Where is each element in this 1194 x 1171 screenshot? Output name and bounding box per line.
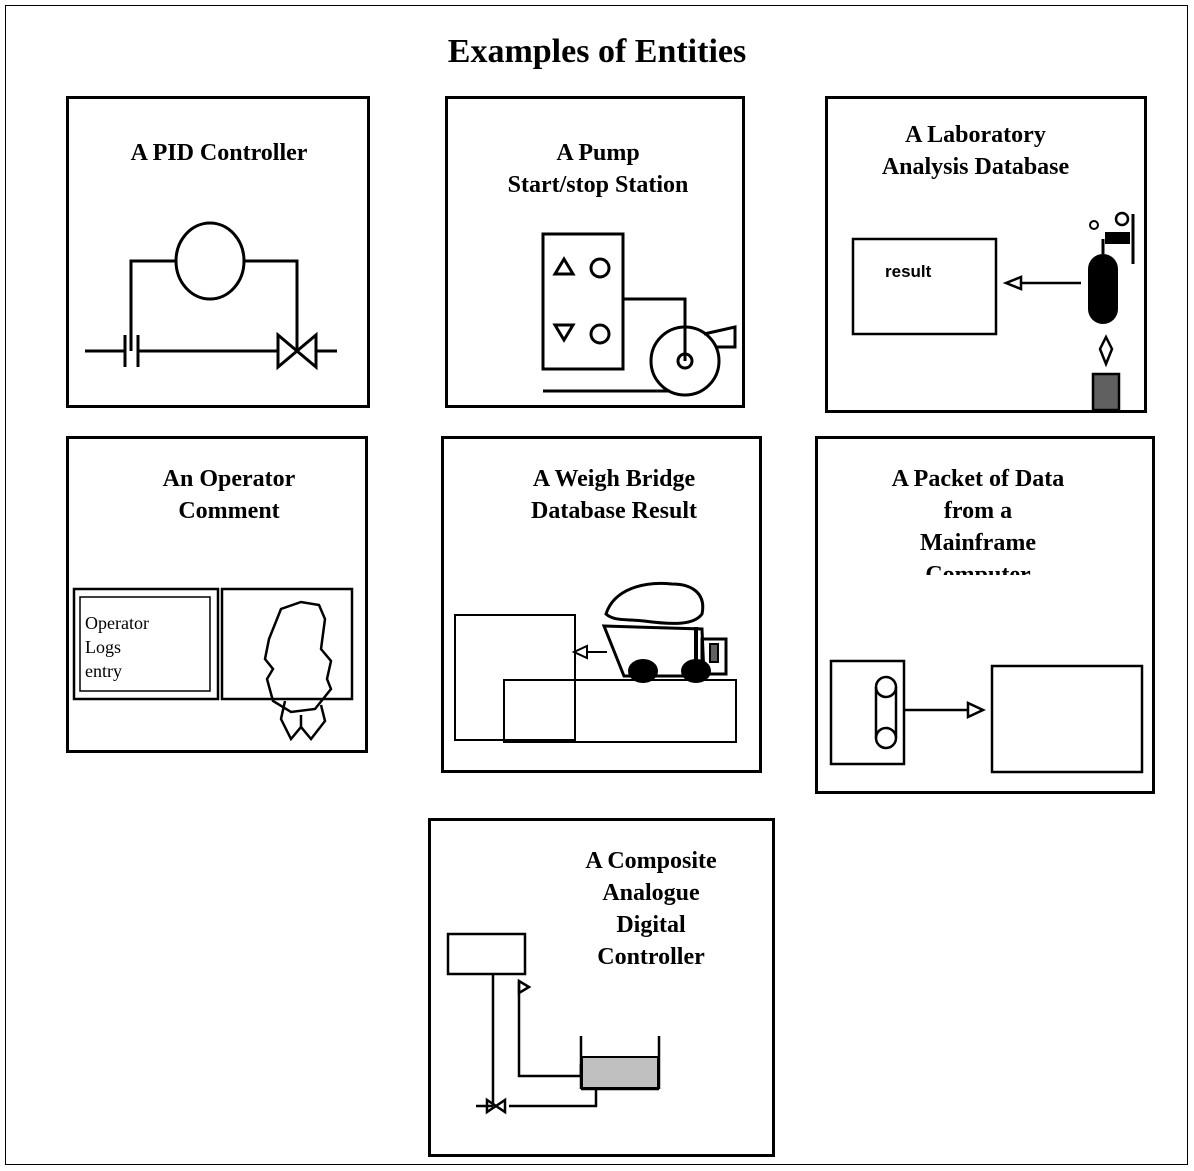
panel-title: A Packet of Data from a Mainframe Comput… — [891, 466, 1065, 575]
panel-pump-station: A Pump Start/stop Station — [445, 96, 745, 408]
start-button-icon — [589, 257, 611, 279]
panel-title: A Laboratory Analysis Database — [881, 122, 1070, 180]
controller-circle-icon — [174, 221, 246, 301]
pump-station-diagram — [541, 232, 737, 397]
panel-composite-controller: A Composite Analogue Digital Controller — [428, 818, 775, 1157]
station-box — [541, 232, 625, 371]
composite-controller-diagram — [446, 932, 661, 1115]
panel-title: A Weigh Bridge Database Result — [531, 466, 697, 524]
database-box — [454, 614, 576, 741]
gas-cylinder-icon — [1088, 211, 1135, 324]
weigh-bridge-diagram — [454, 581, 737, 743]
packet-data-diagram — [829, 659, 1144, 774]
result-label: result — [885, 262, 932, 281]
bridge-platform — [503, 679, 737, 743]
burner-icon — [1091, 334, 1121, 410]
panel-lab-database: A Laboratory Analysis Database result — [825, 96, 1147, 413]
panel-title: An Operator Comment — [162, 466, 296, 524]
panel-operator-comment: An Operator Comment Operator Logs entry — [66, 436, 368, 753]
face-icon — [263, 600, 333, 742]
log-label: Operator Logs entry — [85, 613, 153, 681]
tape-drive-box — [829, 659, 906, 766]
pid-controller-diagram — [85, 221, 337, 371]
tape-reel-icon — [874, 675, 898, 750]
down-triangle-icon — [552, 323, 576, 343]
panel-pid-controller: A PID Controller — [66, 96, 370, 408]
operator-screen — [220, 587, 354, 701]
lab-database-diagram: result — [851, 211, 1135, 410]
page-title: Examples of Entities — [447, 33, 747, 70]
valve-icon — [485, 1097, 507, 1115]
truck-icon — [601, 581, 728, 678]
result-box — [851, 237, 998, 336]
log-screen — [72, 587, 220, 701]
stop-button-icon — [589, 323, 611, 345]
panel-title: A Pump Start/stop Station — [507, 140, 689, 198]
up-triangle-icon — [552, 256, 576, 276]
panel-title: A PID Controller — [130, 140, 308, 166]
panel-packet-of-data: A Packet of Data from a Mainframe Comput… — [815, 436, 1155, 794]
pump-wheel-icon — [649, 325, 737, 397]
page-frame — [5, 5, 1188, 1165]
panel-title: A Composite Analogue Digital Controller — [585, 848, 717, 970]
panel-weigh-bridge: A Weigh Bridge Database Result — [441, 436, 762, 773]
controller-box — [446, 932, 527, 976]
operator-comment-diagram: Operator Logs entry — [72, 587, 354, 742]
mainframe-box — [990, 664, 1144, 774]
